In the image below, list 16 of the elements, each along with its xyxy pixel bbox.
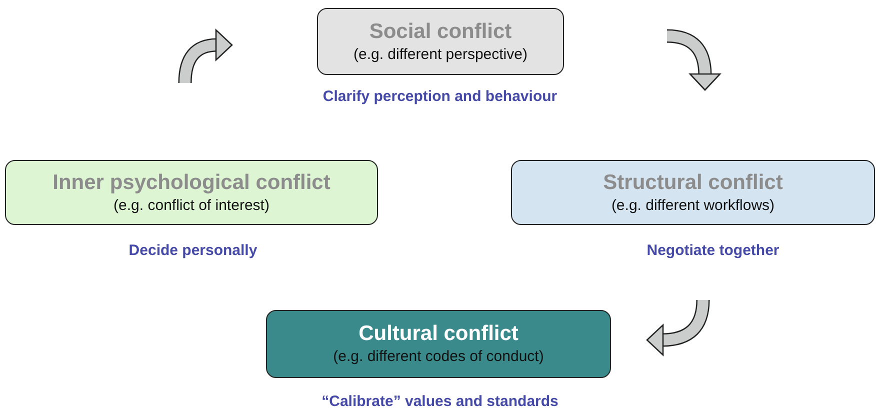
box-title: Social conflict bbox=[369, 18, 512, 44]
conflict-box bbox=[266, 310, 611, 378]
conflict-box bbox=[511, 160, 875, 225]
conflict-box bbox=[5, 160, 378, 225]
conflict-box bbox=[317, 8, 564, 75]
box-title: Inner psychological conflict bbox=[52, 170, 330, 196]
box-subtitle: (e.g. different codes of conduct) bbox=[333, 347, 544, 367]
box-subtitle: (e.g. conflict of interest) bbox=[114, 196, 270, 216]
box-subtitle: (e.g. different perspective) bbox=[354, 44, 528, 64]
box-title: Structural conflict bbox=[603, 170, 783, 196]
action-caption: Negotiate together bbox=[646, 240, 780, 261]
action-caption: Clarify perception and behaviour bbox=[322, 86, 558, 107]
box-title: Cultural conflict bbox=[358, 321, 518, 347]
box-subtitle: (e.g. different workflows) bbox=[611, 196, 775, 216]
action-caption: “Calibrate” values and standards bbox=[322, 392, 558, 411]
action-caption: Decide personally bbox=[128, 240, 258, 261]
